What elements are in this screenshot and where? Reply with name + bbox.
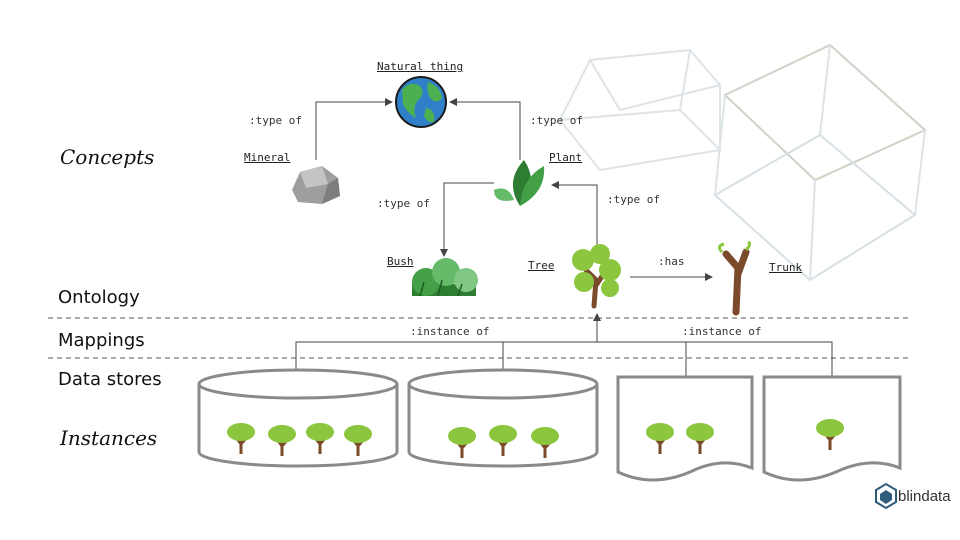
mapping-left-stores [295, 341, 597, 373]
mapping-right-stores [597, 341, 833, 378]
instance-tree-icon [646, 423, 674, 454]
arrow-tree-to-plant [551, 181, 598, 245]
instance-trees [227, 419, 844, 458]
node-label-bush: Bush [387, 255, 414, 268]
instance-tree-icon [489, 425, 517, 456]
relation-label-type-of: :type of [377, 197, 430, 210]
layer-label-data-stores: Data stores [58, 369, 162, 390]
instance-tree-icon [268, 425, 296, 456]
store-database-1 [197, 368, 399, 468]
instance-tree-icon [816, 419, 844, 450]
layer-label-mappings: Mappings [58, 330, 145, 351]
instance-tree-icon [227, 423, 255, 454]
instance-tree-icon [531, 427, 559, 458]
background-wireframe-logo [558, 43, 927, 282]
node-label-natural-thing: Natural thing [377, 60, 464, 73]
layer-label-ontology: Ontology [58, 287, 140, 308]
layer-label-instances: Instances [60, 426, 158, 450]
node-label-plant: Plant [549, 151, 583, 164]
relation-label-type-of: :type of [607, 193, 660, 206]
brand-text: blindata [898, 488, 951, 505]
tree-icon [572, 244, 621, 309]
rock-icon [292, 166, 340, 204]
instance-tree-icon [448, 427, 476, 458]
layer-label-concepts: Concepts [60, 145, 155, 169]
arrow-bush-to-plant [440, 182, 494, 257]
globe-icon [395, 76, 447, 128]
instance-tree-icon [344, 425, 372, 456]
node-label-tree: Tree [528, 259, 555, 272]
relation-label-has: :has [658, 255, 685, 268]
relation-label-type-of: :type of [530, 114, 583, 127]
instance-tree-icon [686, 423, 714, 454]
bush-icon [412, 258, 478, 297]
leaf-icon [494, 160, 545, 206]
brand-name: blindata [898, 488, 951, 505]
node-label-trunk: Trunk [769, 261, 803, 274]
trunk-icon [717, 240, 752, 316]
relation-label-instance-of: :instance of [682, 325, 762, 338]
relation-label-type-of: :type of [249, 114, 302, 127]
arrow-plant-to-natural-thing [449, 98, 521, 160]
instance-tree-icon [306, 423, 334, 454]
logo-icon [875, 482, 897, 510]
relation-label-instance-of: :instance of [410, 325, 490, 338]
arrow-mineral-to-natural-thing [315, 98, 393, 160]
store-database-2 [407, 368, 599, 468]
node-label-mineral: Mineral [244, 151, 291, 164]
store-document-1 [616, 375, 754, 482]
